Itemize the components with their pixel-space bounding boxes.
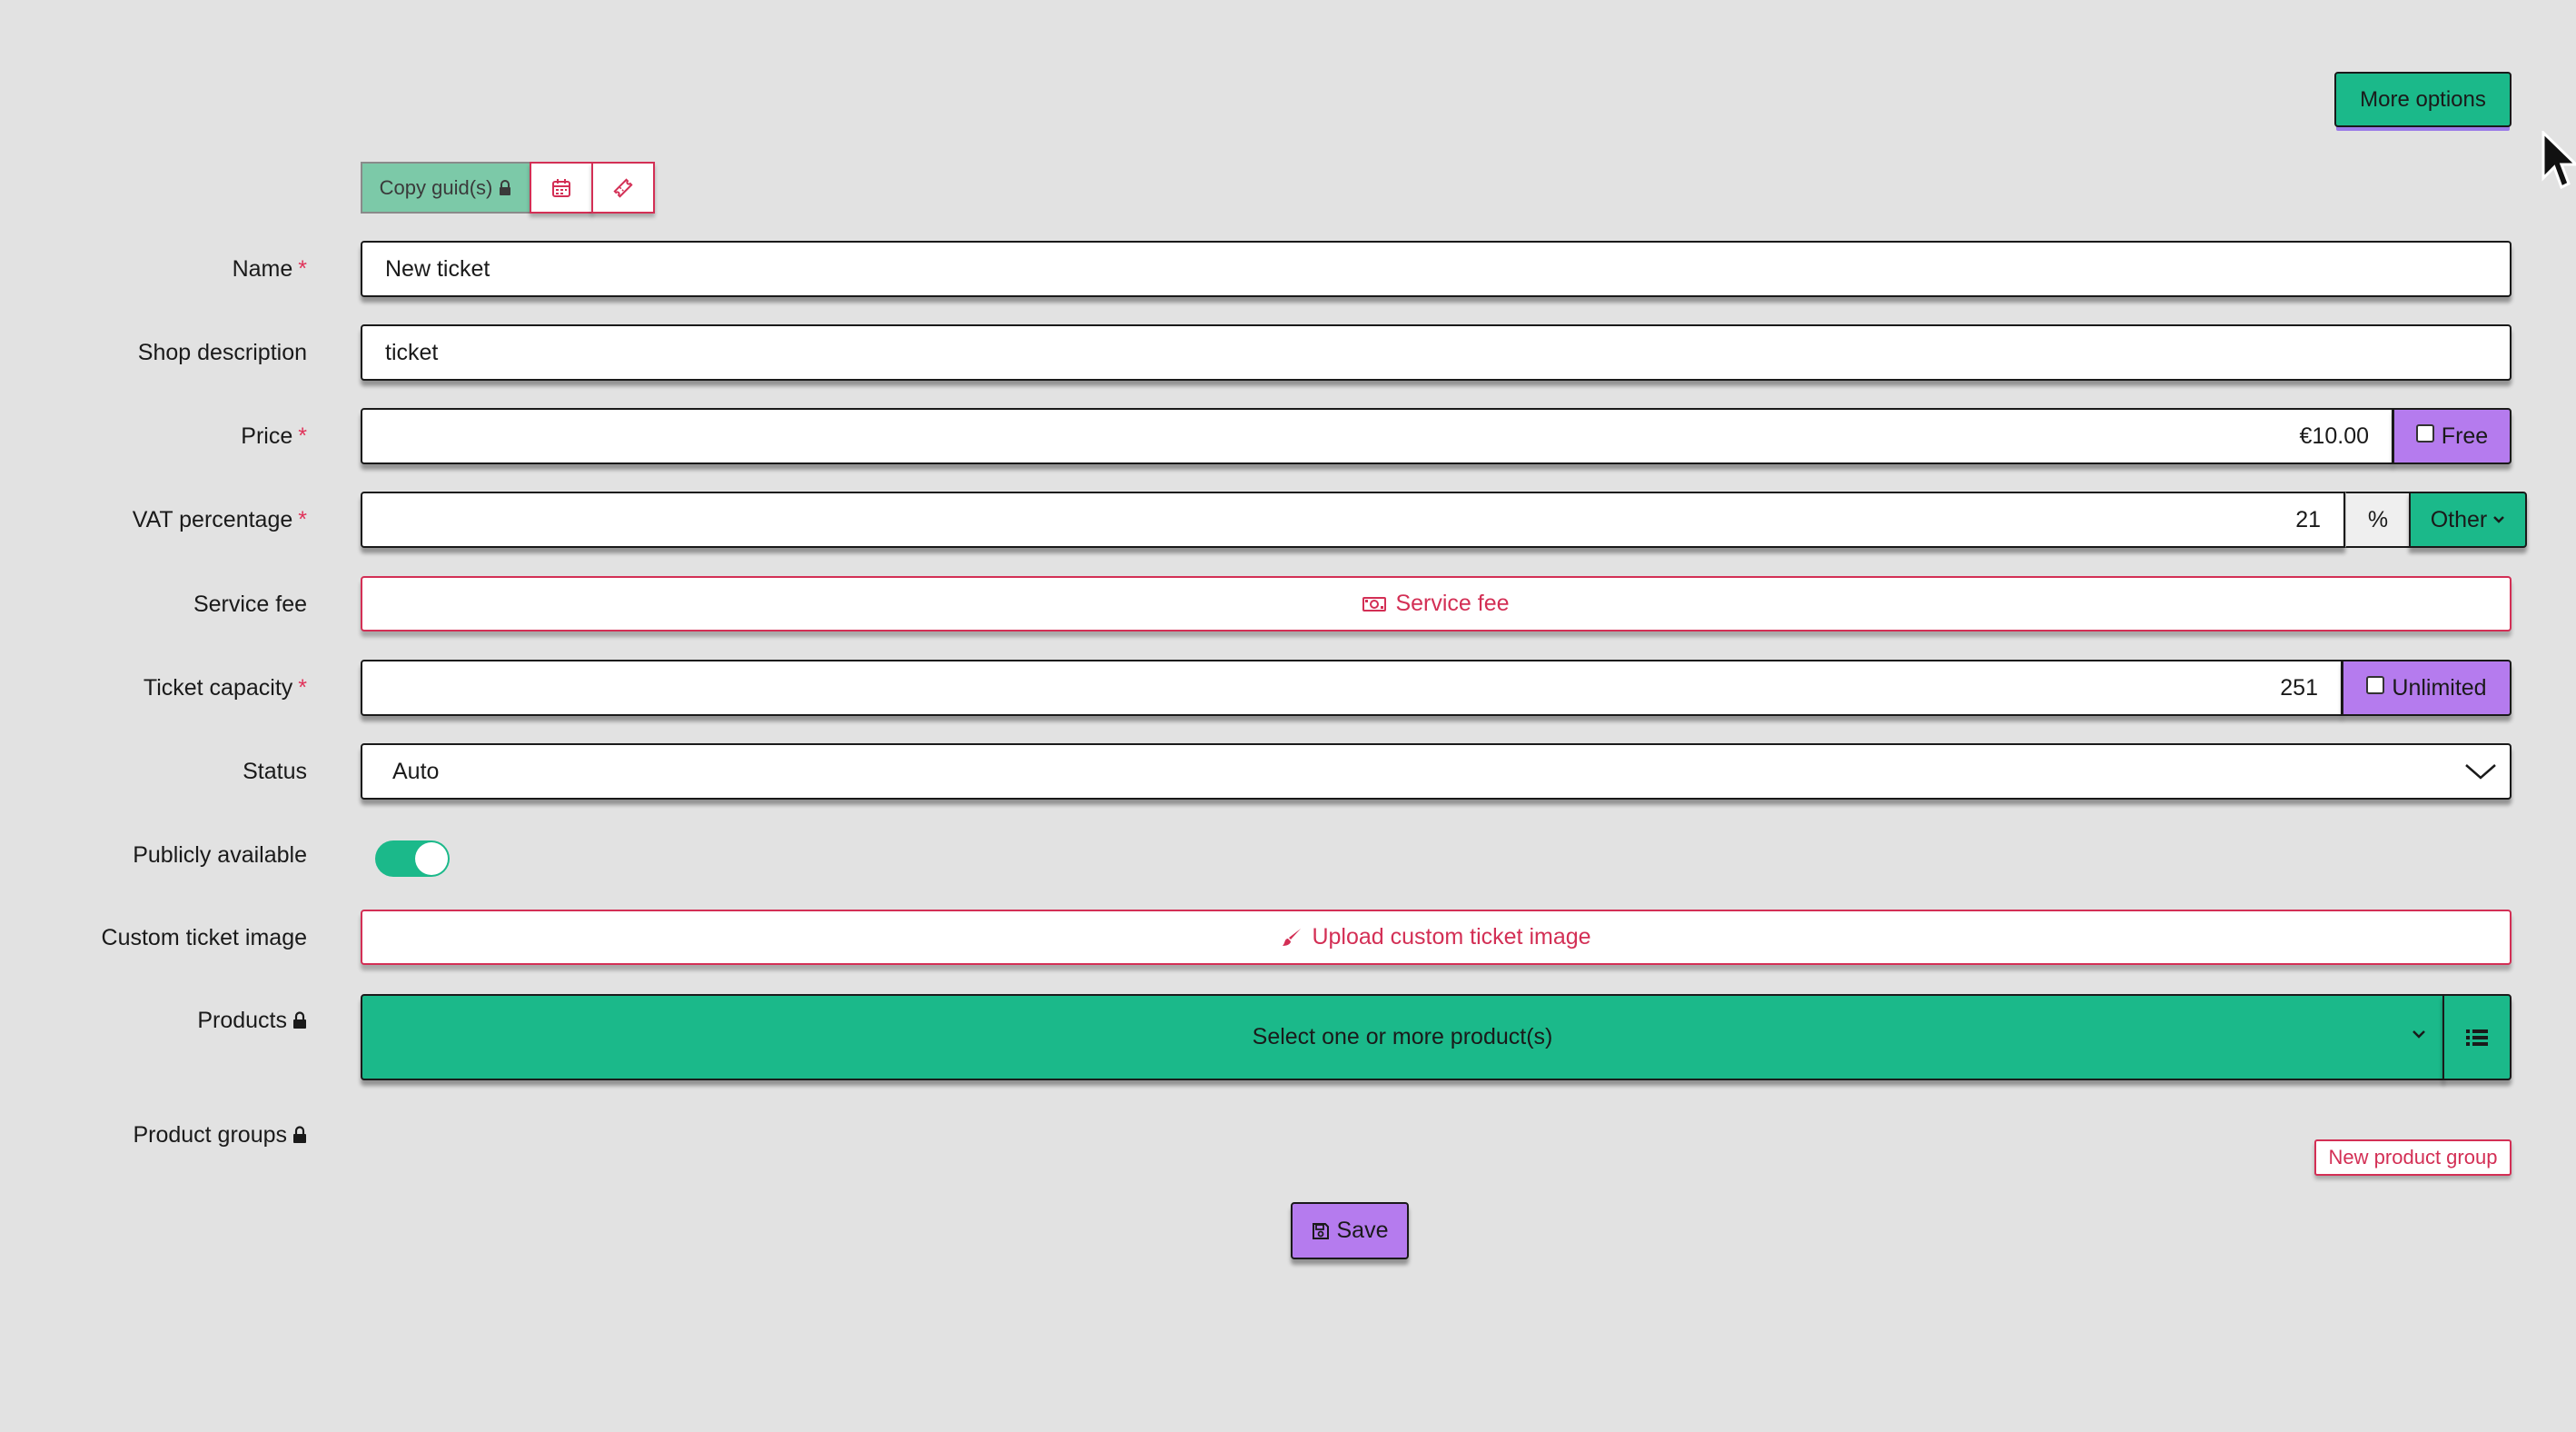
- calendar-icon: [552, 178, 570, 197]
- copy-guid-button[interactable]: Copy guid(s): [361, 162, 531, 214]
- ticket-tool-button[interactable]: [591, 162, 655, 214]
- service-fee-label: Service fee: [193, 591, 307, 617]
- vat-preset-dropdown[interactable]: Other: [2409, 492, 2527, 548]
- mouse-cursor-icon: [2541, 131, 2576, 190]
- products-list-button[interactable]: [2442, 994, 2512, 1080]
- vat-input[interactable]: 21: [361, 492, 2345, 548]
- lock-icon: [500, 179, 511, 195]
- publicly-available-toggle[interactable]: [375, 840, 450, 877]
- paint-brush-icon: [1283, 928, 1302, 946]
- toggle-knob: [415, 842, 448, 875]
- lock-icon: [293, 1011, 306, 1029]
- price-input[interactable]: €10.00: [361, 408, 2393, 464]
- chevron-down-icon: [2493, 516, 2505, 523]
- ticket-icon: [613, 177, 633, 198]
- price-label: Price*: [241, 423, 307, 449]
- free-checkbox[interactable]: [2415, 424, 2434, 443]
- money-bill-icon: [1362, 596, 1387, 612]
- toolbar: Copy guid(s): [361, 162, 655, 214]
- name-label: Name*: [232, 255, 307, 282]
- upload-custom-ticket-image-button[interactable]: Upload custom ticket image: [361, 910, 2512, 965]
- save-icon: [1312, 1222, 1329, 1239]
- status-select[interactable]: Auto: [361, 743, 2512, 800]
- chevron-down-icon: [2413, 1030, 2425, 1039]
- list-icon: [2466, 1029, 2488, 1046]
- calendar-button[interactable]: [530, 162, 593, 214]
- lock-icon: [293, 1126, 306, 1143]
- service-fee-button[interactable]: Service fee: [361, 576, 2512, 631]
- product-groups-label: Product groups: [133, 1121, 307, 1149]
- publicly-available-label: Publicly available: [133, 841, 307, 868]
- custom-ticket-image-label: Custom ticket image: [101, 924, 307, 950]
- save-button[interactable]: Save: [1291, 1202, 1409, 1259]
- required-mark: *: [298, 674, 307, 701]
- vat-unit: %: [2345, 492, 2410, 548]
- ticket-capacity-label: Ticket capacity*: [143, 674, 307, 701]
- unlimited-checkbox-toggle[interactable]: Unlimited: [2342, 660, 2512, 716]
- vat-label: VAT percentage*: [132, 506, 307, 532]
- required-mark: *: [298, 255, 307, 282]
- new-product-group-button[interactable]: New product group: [2314, 1139, 2512, 1176]
- unlimited-checkbox[interactable]: [2366, 676, 2385, 694]
- chevron-down-icon: [2465, 764, 2496, 780]
- copy-guid-label: Copy guid(s): [379, 175, 493, 199]
- shop-description-label: Shop description: [137, 339, 307, 365]
- shop-description-input[interactable]: ticket: [361, 324, 2512, 381]
- products-select[interactable]: Select one or more product(s): [361, 994, 2444, 1080]
- ticket-capacity-input[interactable]: 251: [361, 660, 2343, 716]
- status-label: Status: [243, 758, 307, 784]
- required-mark: *: [298, 423, 307, 449]
- products-label: Products: [197, 1007, 307, 1034]
- free-checkbox-toggle[interactable]: Free: [2393, 408, 2512, 464]
- name-input[interactable]: New ticket: [361, 241, 2512, 297]
- more-options-button[interactable]: More options: [2334, 72, 2512, 127]
- required-mark: *: [298, 506, 307, 532]
